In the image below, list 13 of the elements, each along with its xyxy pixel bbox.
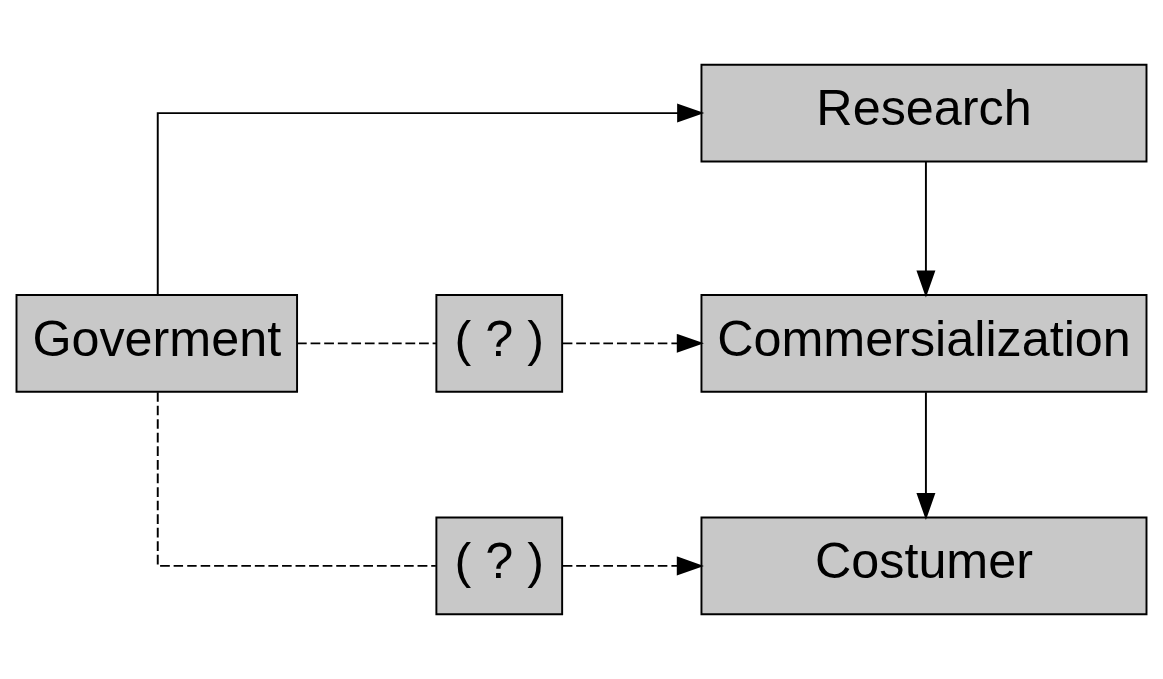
- arrow: [561, 556, 704, 576]
- connector: [296, 342, 438, 345]
- node-box: Costumer: [700, 516, 1148, 616]
- node-box: Goverment: [15, 294, 299, 393]
- node-box: Commersialization: [700, 294, 1148, 393]
- node-box: ( ? ): [435, 516, 564, 616]
- node-box: Research: [700, 63, 1148, 163]
- arrow: [156, 103, 705, 296]
- arrow: [916, 161, 936, 298]
- node-box: ( ? ): [435, 294, 564, 393]
- connector: [156, 391, 437, 567]
- arrow: [916, 391, 936, 521]
- arrow: [561, 333, 704, 353]
